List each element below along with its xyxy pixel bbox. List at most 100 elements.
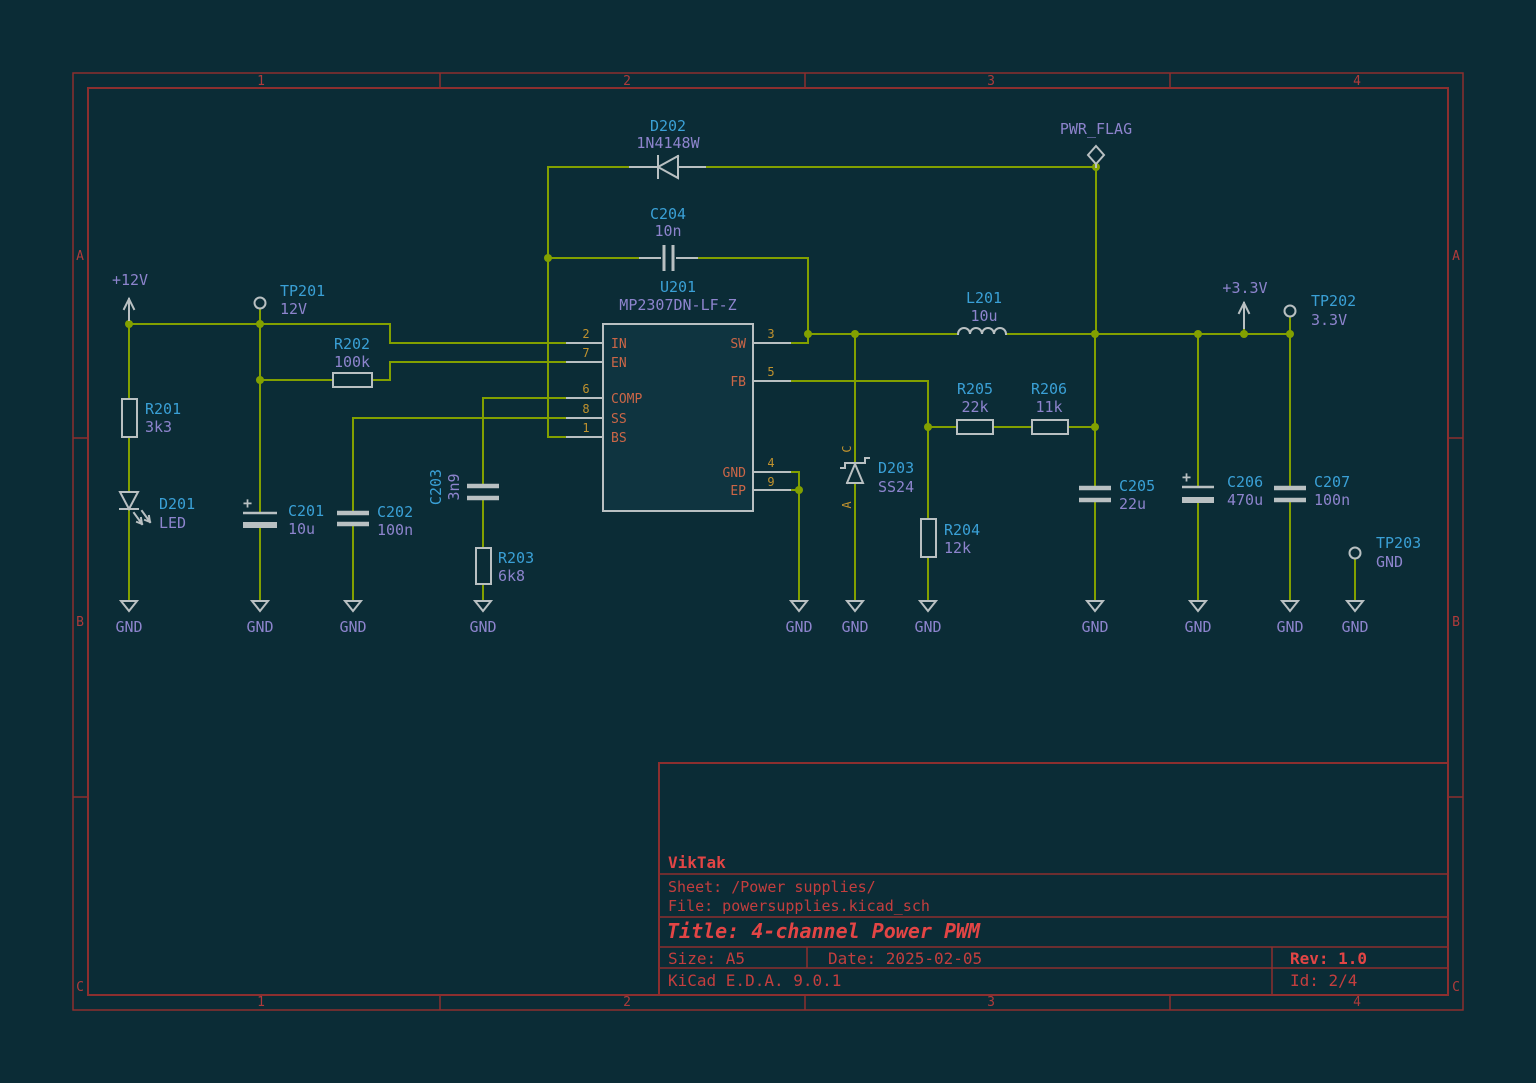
grid-col-label: 2: [623, 74, 631, 89]
net-label-3v3: +3.3V: [1222, 279, 1267, 297]
pin-name: FB: [730, 375, 746, 390]
polarity-plus: +: [243, 494, 252, 512]
gnd-label: GND: [246, 618, 273, 636]
c201-ref: C201: [288, 502, 324, 520]
testpoint-tp203[interactable]: TP203 GND: [1348, 534, 1422, 571]
grid-row-label: C: [1452, 980, 1460, 995]
gnd-label: GND: [1341, 618, 1368, 636]
r206-ref: R206: [1031, 380, 1067, 398]
component-c205[interactable]: C205 22u: [1079, 477, 1155, 513]
d201-ref: D201: [159, 495, 195, 513]
component-c206[interactable]: + C206 470u: [1182, 468, 1263, 509]
component-r205[interactable]: R205 22k: [956, 380, 994, 435]
c203-ref: C203: [427, 469, 445, 505]
pin-number: 3: [767, 327, 774, 341]
pin-number: 1: [582, 421, 589, 435]
c203-value: 3n9: [445, 473, 463, 500]
gnd-label: GND: [914, 618, 941, 636]
d203-value: SS24: [878, 478, 914, 496]
grid-col-label: 4: [1353, 74, 1361, 89]
r202-value: 100k: [334, 353, 370, 371]
tp202-value: 3.3V: [1311, 311, 1347, 329]
component-d203[interactable]: D203 SS24 C A: [840, 445, 914, 509]
component-r204[interactable]: R204 12k: [920, 518, 980, 558]
pin-number: 6: [582, 382, 589, 396]
pin-number: 7: [582, 346, 589, 360]
gnd-label: GND: [1081, 618, 1108, 636]
u201-value: MP2307DN-LF-Z: [619, 296, 736, 314]
power-flag[interactable]: PWR_FLAG: [1060, 120, 1132, 168]
sheet-id: Id: 2/4: [1290, 971, 1357, 990]
gnd-symbols: GND GND GND GND GND GND GND GND GND GND …: [115, 600, 1369, 636]
d202-value: 1N4148W: [636, 134, 700, 152]
r203-ref: R203: [498, 549, 534, 567]
component-c204[interactable]: C204 10n: [639, 205, 698, 271]
component-l201[interactable]: L201 10u: [956, 289, 1008, 336]
l201-ref: L201: [966, 289, 1002, 307]
d203-anode-label: A: [840, 501, 854, 509]
power-12v[interactable]: +12V: [112, 271, 148, 321]
sheet-size: Size: A5: [668, 949, 745, 968]
grid-row-label: B: [1452, 615, 1460, 630]
component-r202[interactable]: R202 100k: [332, 335, 373, 388]
r203-value: 6k8: [498, 567, 525, 585]
pin-number: 4: [767, 456, 774, 470]
grid-row-label: B: [76, 615, 84, 630]
gnd-label: GND: [841, 618, 868, 636]
grid-row-label: C: [76, 980, 84, 995]
grid-col-label: 3: [987, 74, 995, 89]
pin-name: EN: [611, 356, 627, 371]
gnd-label: GND: [469, 618, 496, 636]
component-r203[interactable]: R203 6k8: [475, 547, 534, 585]
component-r206[interactable]: R206 11k: [1031, 380, 1069, 435]
c202-value: 100n: [377, 521, 413, 539]
component-c201[interactable]: + C201 10u: [243, 494, 324, 538]
sheet-date: Date: 2025-02-05: [828, 949, 982, 968]
component-u201[interactable]: U201 MP2307DN-LF-Z 2 7 6 8 1 IN EN COMP …: [566, 278, 791, 512]
testpoint-tp202[interactable]: TP202 3.3V: [1283, 292, 1357, 329]
net-label-pwr-flag: PWR_FLAG: [1060, 120, 1132, 138]
component-c203[interactable]: C203 3n9: [427, 469, 499, 505]
d202-ref: D202: [650, 117, 686, 135]
pin-name: EP: [730, 484, 746, 499]
file-name: File: powersupplies.kicad_sch: [668, 897, 930, 915]
r201-ref: R201: [145, 400, 181, 418]
c206-value: 470u: [1227, 491, 1263, 509]
testpoint-tp201[interactable]: TP201 12V: [253, 282, 326, 318]
l201-value: 10u: [970, 307, 997, 325]
d203-ref: D203: [878, 459, 914, 477]
tool-version: KiCad E.D.A. 9.0.1: [668, 971, 841, 990]
c206-ref: C206: [1227, 473, 1263, 491]
d203-cathode-label: C: [840, 445, 854, 452]
pin-number: 2: [582, 327, 589, 341]
pin-number: 8: [582, 402, 589, 416]
pin-name: COMP: [611, 392, 642, 407]
gnd-label: GND: [1184, 618, 1211, 636]
component-r201[interactable]: R201 3k3: [121, 398, 181, 438]
component-d202[interactable]: D202 1N4148W: [629, 117, 706, 180]
c205-ref: C205: [1119, 477, 1155, 495]
component-c207[interactable]: C207 100n: [1274, 473, 1350, 509]
c207-value: 100n: [1314, 491, 1350, 509]
component-d201[interactable]: D201 LED: [118, 491, 195, 532]
pin-name: GND: [723, 466, 747, 481]
power-3v3[interactable]: +3.3V: [1222, 279, 1268, 329]
gnd-label: GND: [115, 618, 142, 636]
grid-col-label: 3: [987, 995, 995, 1010]
gnd-label: GND: [1276, 618, 1303, 636]
gnd-label: GND: [339, 618, 366, 636]
pin-name: SW: [730, 337, 746, 352]
r202-ref: R202: [334, 335, 370, 353]
gnd-label: GND: [785, 618, 812, 636]
polarity-plus: +: [1182, 468, 1191, 486]
component-c202[interactable]: C202 100n: [337, 503, 413, 539]
tp202-ref: TP202: [1311, 292, 1356, 310]
grid-col-label: 2: [623, 995, 631, 1010]
c204-ref: C204: [650, 205, 686, 223]
sheet-rev: Rev: 1.0: [1290, 949, 1367, 968]
grid-row-label: A: [76, 249, 84, 264]
c201-value: 10u: [288, 520, 315, 538]
grid-col-label: 1: [257, 995, 265, 1010]
